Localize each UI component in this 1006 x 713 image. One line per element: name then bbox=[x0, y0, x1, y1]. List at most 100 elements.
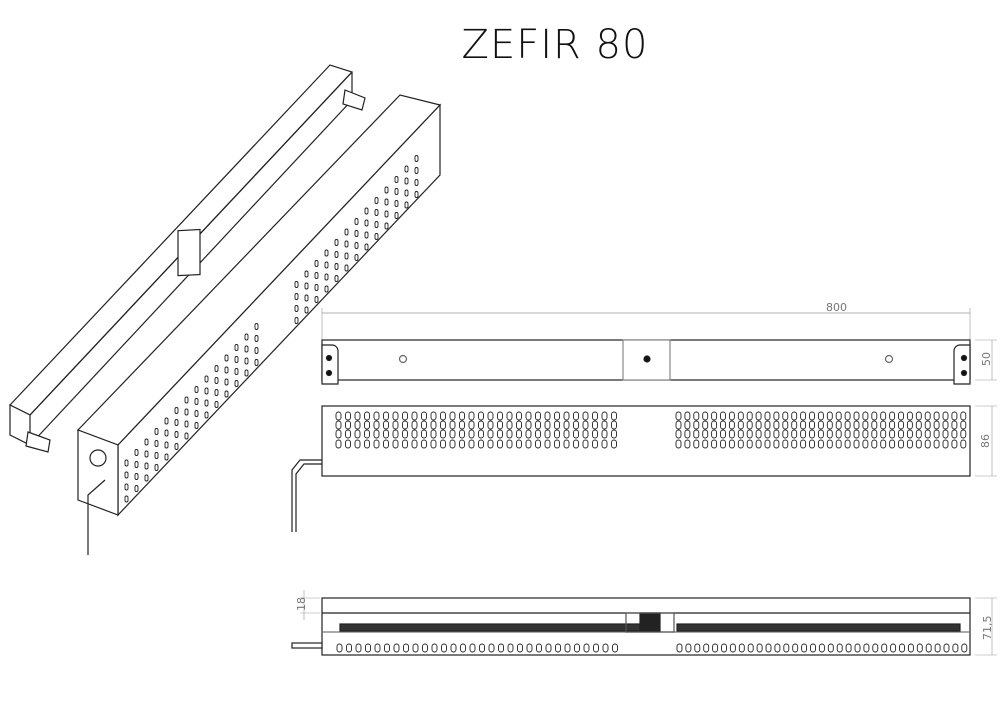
vent-slot bbox=[854, 643, 861, 653]
vent-slot bbox=[421, 439, 427, 449]
vent-slot bbox=[224, 378, 229, 386]
vent-slot bbox=[374, 197, 379, 204]
vent-slot bbox=[304, 270, 309, 278]
vent-slot bbox=[601, 411, 608, 421]
vent-slot bbox=[411, 439, 418, 449]
vent-slot bbox=[826, 429, 833, 439]
vent-slot bbox=[907, 643, 914, 653]
vent-slot bbox=[535, 429, 541, 439]
vent-slot bbox=[335, 439, 342, 449]
vent-slot bbox=[392, 429, 399, 439]
vent-slot bbox=[324, 249, 329, 257]
vent-slot bbox=[336, 643, 343, 653]
vent-slot bbox=[573, 411, 579, 421]
vent-slot bbox=[535, 439, 541, 449]
vent-slot bbox=[184, 408, 189, 416]
vent-slot bbox=[393, 643, 400, 653]
vent-slot bbox=[880, 439, 887, 449]
vent-slot bbox=[592, 420, 598, 430]
vent-slot bbox=[746, 420, 753, 430]
vent-slot bbox=[563, 429, 570, 439]
vent-slot bbox=[402, 420, 408, 430]
vent-slot bbox=[827, 643, 834, 653]
vent-slot bbox=[844, 411, 851, 421]
vent-slot bbox=[449, 439, 456, 449]
vent-slot bbox=[702, 411, 709, 421]
vent-slot bbox=[792, 643, 799, 653]
vent-slot bbox=[711, 429, 718, 439]
vent-slot bbox=[871, 411, 878, 421]
vent-slot bbox=[344, 228, 349, 236]
vent-slot bbox=[383, 411, 389, 421]
vent-slot bbox=[720, 420, 726, 430]
vent-slot bbox=[835, 439, 842, 449]
vent-slot bbox=[478, 429, 484, 439]
vent-slot bbox=[204, 411, 209, 419]
vent-slot bbox=[592, 411, 598, 421]
vent-slot bbox=[915, 420, 922, 430]
front-view-outline bbox=[321, 405, 971, 477]
vent-slot bbox=[817, 420, 824, 430]
vent-slot bbox=[782, 411, 789, 421]
vent-slot bbox=[809, 411, 815, 421]
vent-slot bbox=[755, 439, 762, 449]
vent-slot bbox=[880, 429, 887, 439]
vent-slot bbox=[254, 335, 259, 342]
mount-hole-center bbox=[643, 355, 651, 363]
top-bracket-left bbox=[321, 344, 339, 385]
vent-slot bbox=[404, 189, 409, 197]
vent-slot bbox=[863, 643, 870, 653]
vent-slot bbox=[611, 439, 617, 449]
vent-slot bbox=[254, 347, 259, 354]
vent-slot bbox=[601, 439, 608, 449]
vent-slot bbox=[773, 411, 780, 421]
vent-slot bbox=[563, 420, 570, 430]
vent-slot bbox=[411, 429, 418, 439]
vent-slot bbox=[933, 411, 940, 421]
front-height-label: 86 bbox=[979, 434, 992, 448]
vent-slot bbox=[801, 643, 808, 653]
vent-slot bbox=[951, 411, 958, 421]
bottom-strip-label: 18 bbox=[295, 597, 308, 611]
vent-slot bbox=[693, 439, 700, 449]
vent-slot bbox=[800, 420, 807, 430]
vent-slot bbox=[214, 365, 219, 372]
vent-slot bbox=[507, 643, 514, 653]
vent-slot bbox=[889, 429, 896, 439]
vent-slot bbox=[449, 420, 456, 430]
vent-slot bbox=[422, 643, 428, 653]
vent-slot bbox=[440, 411, 446, 421]
vent-slot bbox=[880, 411, 887, 421]
vent-slot bbox=[373, 411, 380, 421]
vent-slot bbox=[364, 429, 370, 439]
vent-slot bbox=[430, 420, 437, 430]
vent-slot bbox=[364, 411, 370, 421]
vent-slot bbox=[915, 439, 922, 449]
vent-slot bbox=[506, 429, 513, 439]
vent-slot bbox=[535, 411, 541, 421]
vent-slot bbox=[880, 420, 887, 430]
vent-slot bbox=[403, 643, 409, 653]
vent-slot bbox=[334, 275, 339, 282]
vent-slot bbox=[144, 474, 149, 482]
vent-slot bbox=[924, 411, 931, 421]
vent-slot bbox=[525, 411, 532, 421]
vent-slot bbox=[134, 449, 139, 456]
vent-slot bbox=[402, 411, 408, 421]
vent-slot bbox=[951, 439, 958, 449]
vent-slot bbox=[871, 429, 878, 439]
vent-slot bbox=[601, 420, 608, 430]
vent-slot bbox=[906, 429, 913, 439]
vent-slot bbox=[402, 429, 408, 439]
center-bracket bbox=[177, 228, 201, 277]
vent-slot bbox=[563, 439, 570, 449]
vent-slot bbox=[373, 429, 380, 439]
vent-slot bbox=[334, 251, 339, 258]
vent-slot bbox=[430, 429, 437, 439]
front-power-cable bbox=[291, 459, 322, 532]
vent-slot bbox=[234, 356, 239, 363]
vent-slot bbox=[676, 643, 683, 653]
vent-slot bbox=[345, 439, 351, 449]
vent-slot bbox=[354, 254, 359, 261]
vent-slot bbox=[324, 285, 329, 293]
